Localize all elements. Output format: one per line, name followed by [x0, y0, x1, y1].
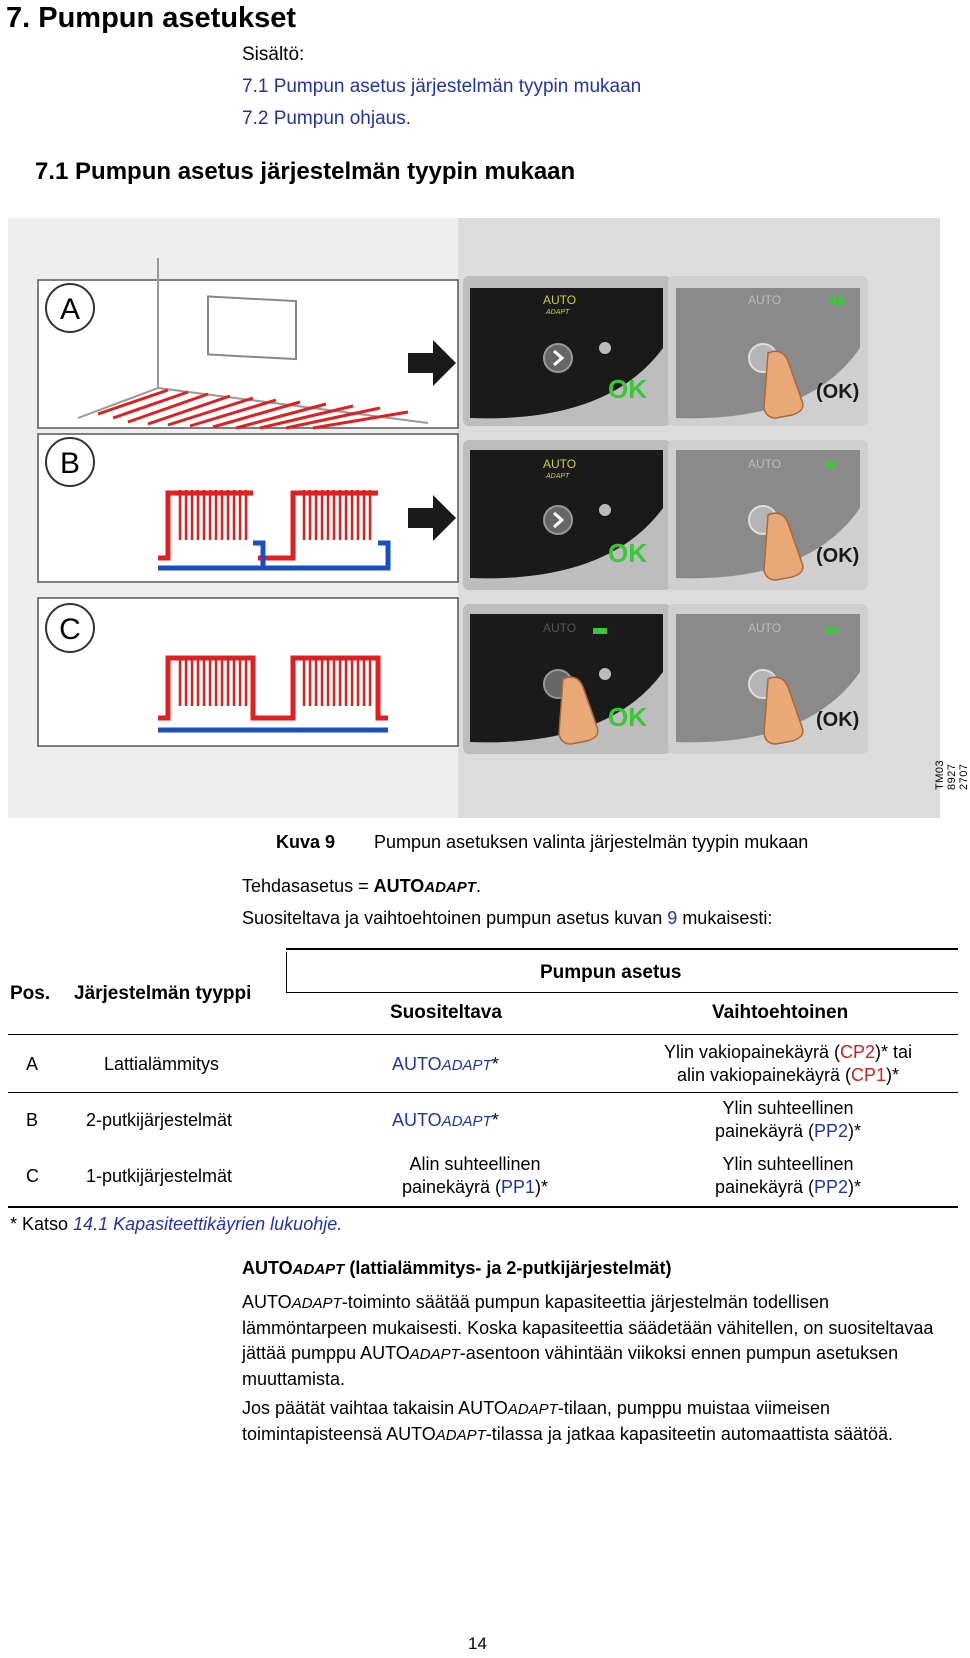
row-a: A AUTO ADAPT OK AUTO (OK)	[37, 258, 868, 430]
row-a-panel2-ok: (OK)	[816, 381, 859, 403]
svg-text:ADAPT: ADAPT	[545, 309, 570, 316]
row-a-pos: A	[26, 1054, 39, 1074]
svg-text:ADAPT: ADAPT	[545, 473, 570, 480]
figure-illustration: A AUTO ADAPT OK AUTO (OK) B	[8, 218, 940, 818]
row-a-type: Lattialämmitys	[104, 1054, 220, 1074]
row-c-type: 1-putkijärjestelmät	[86, 1166, 233, 1186]
row-b-alternative: Ylin suhteellinen painekäyrä (PP2)*	[714, 1098, 862, 1141]
row-b-type: 2-putkijärjestelmät	[86, 1110, 233, 1130]
row-b-pos: B	[26, 1110, 39, 1130]
row-b-panel1-ok: OK	[608, 538, 647, 568]
col-setting: Pumpun asetus	[540, 962, 682, 983]
page-heading: 7. Pumpun asetukset	[6, 2, 297, 34]
caption-text: Pumpun asetuksen valinta järjestelmän ty…	[374, 832, 809, 852]
autoadapt-paragraph-2: Jos päätät vaihtaa takaisin AUTOADAPT-ti…	[242, 1398, 894, 1444]
row-b-recommended: AUTOADAPT*	[392, 1110, 499, 1130]
row-a-alternative: Ylin vakiopainekäyrä (CP2)* tai alin vak…	[663, 1042, 913, 1085]
row-c-finger-icon	[558, 676, 599, 745]
row-a-panel1-button	[543, 343, 573, 373]
autoadapt-paragraph-1: AUTOADAPT-toiminto säätää pumpun kapasit…	[242, 1292, 934, 1389]
row-c: C AUTO OK AUTO (OK)	[37, 597, 868, 754]
row-a-letter: A	[60, 293, 80, 326]
svg-text:AUTO: AUTO	[748, 457, 781, 471]
svg-text:AUTO: AUTO	[543, 293, 576, 307]
autoadapt-heading: AUTOADAPT (lattialämmitys- ja 2-putkijär…	[242, 1258, 672, 1278]
row-b-arrow-icon	[408, 495, 456, 541]
col-type: Järjestelmän tyyppi	[74, 983, 252, 1004]
row-c-panel2-finger-icon	[763, 676, 804, 745]
row-a-circle	[45, 283, 95, 333]
toc-link-7-2[interactable]: 7.2 Pumpun ohjaus.	[242, 108, 412, 129]
row-a-recommended: AUTOADAPT*	[392, 1054, 499, 1074]
row-b-letter: B	[60, 447, 80, 480]
row-b-panel2-ok: (OK)	[816, 545, 859, 567]
row-a-finger-icon	[763, 350, 804, 419]
col-recommended: Suositeltava	[390, 1002, 502, 1023]
table-footnote: * Katso 14.1 Kapasiteettikäyrien lukuohj…	[10, 1214, 343, 1234]
page-number: 14	[468, 1634, 487, 1653]
row-c-letter: C	[59, 613, 81, 646]
row-b: B AUTO ADAPT OK AUTO (OK)	[37, 433, 868, 590]
svg-text:AUTO: AUTO	[543, 457, 576, 471]
col-alternative: Vaihtoehtoinen	[712, 1002, 849, 1023]
row-c-alternative: Ylin suhteellinen painekäyrä (PP2)*	[714, 1154, 862, 1197]
row-c-panel2-ok: (OK)	[816, 709, 859, 731]
row-a-panel1-ok: OK	[608, 374, 647, 404]
row-b-finger-icon	[763, 512, 804, 581]
figure-ref-link[interactable]: 9	[667, 908, 678, 928]
svg-text:AUTO: AUTO	[543, 621, 576, 635]
row-c-panel1-ok: OK	[608, 702, 647, 732]
factory-setting-line: Tehdasasetus = AUTOADAPT.	[242, 876, 481, 896]
footnote-link[interactable]: 14.1 Kapasiteettikäyrien lukuohje.	[73, 1214, 343, 1234]
col-pos: Pos.	[10, 983, 51, 1004]
figure-code: TM03 8927 2707	[934, 759, 970, 790]
toc-link-7-1[interactable]: 7.1 Pumpun asetus järjestelmän tyypin mu…	[242, 76, 642, 97]
row-a-arrow-icon	[408, 340, 456, 386]
section-heading: 7.1 Pumpun asetus järjestelmän tyypin mu…	[35, 158, 576, 185]
row-c-pos: C	[26, 1166, 39, 1186]
figure-9: A AUTO ADAPT OK AUTO (OK) B	[8, 218, 940, 818]
toc-label: Sisältö:	[242, 44, 305, 65]
svg-text:AUTO: AUTO	[748, 621, 781, 635]
svg-text:AUTO: AUTO	[748, 293, 781, 307]
recommend-line: Suositeltava ja vaihtoehtoinen pumpun as…	[242, 908, 773, 928]
caption-label: Kuva 9	[276, 832, 336, 852]
row-b-panel1-button	[543, 505, 573, 535]
row-c-recommended: Alin suhteellinen painekäyrä (PP1)*	[401, 1154, 549, 1197]
